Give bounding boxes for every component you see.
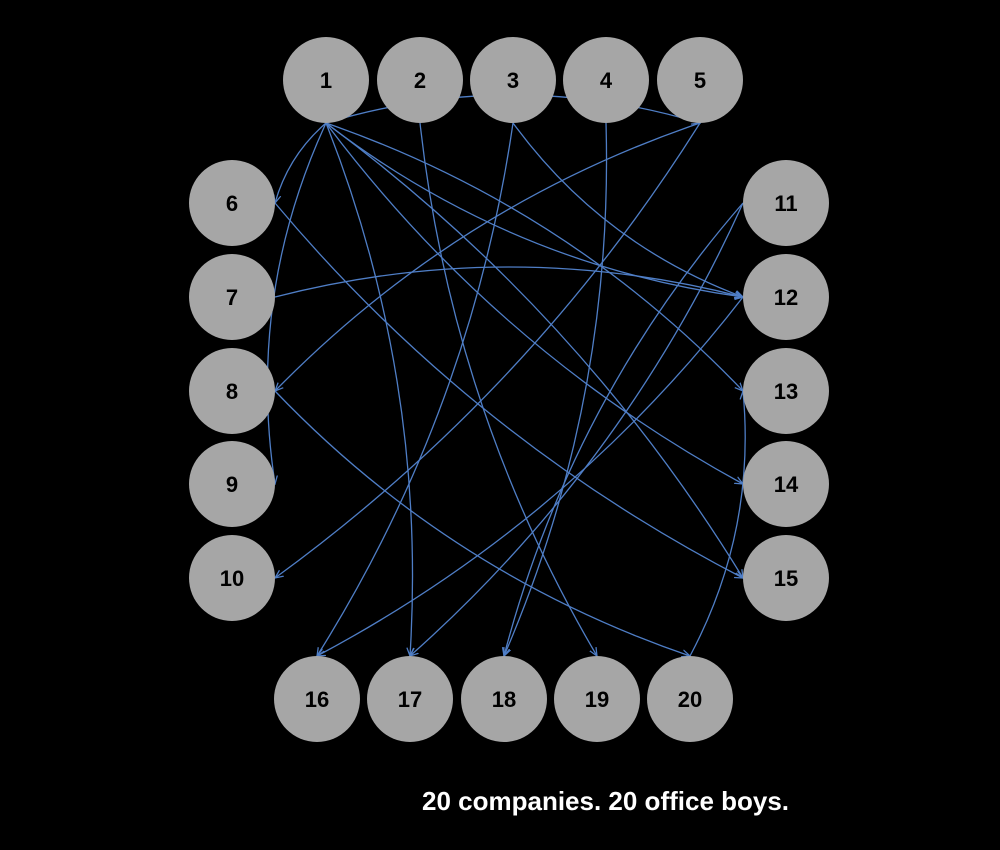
node-circle	[189, 535, 275, 621]
edges-layer	[266, 94, 745, 657]
node-circle	[470, 37, 556, 123]
node-11: 11	[743, 160, 829, 246]
node-18: 18	[461, 656, 547, 742]
node-circle	[657, 37, 743, 123]
node-label: 17	[398, 687, 422, 712]
node-17: 17	[367, 656, 453, 742]
node-circle	[743, 348, 829, 434]
node-circle	[743, 441, 829, 527]
node-3: 3	[470, 37, 556, 123]
node-circle	[283, 37, 369, 123]
edge-1-to-6	[275, 122, 327, 203]
node-5: 5	[657, 37, 743, 123]
edge-11-to-17	[410, 202, 744, 656]
node-circle	[377, 37, 463, 123]
edge-1-to-17	[325, 122, 413, 656]
node-label: 10	[220, 566, 244, 591]
edge-1-to-12	[325, 122, 743, 297]
edge-5-to-10	[275, 122, 701, 578]
node-label: 12	[774, 285, 798, 310]
node-10: 10	[189, 535, 275, 621]
node-label: 18	[492, 687, 516, 712]
edge-1-to-9	[266, 122, 327, 484]
node-circle	[189, 160, 275, 246]
node-label: 16	[305, 687, 329, 712]
edge-20-to-13	[689, 391, 745, 657]
node-circle	[274, 656, 360, 742]
node-20: 20	[647, 656, 733, 742]
node-label: 13	[774, 379, 798, 404]
edge-1-to-14	[325, 122, 743, 484]
node-label: 20	[678, 687, 702, 712]
node-label: 19	[585, 687, 609, 712]
edge-12-to-16	[317, 296, 744, 656]
node-circle	[743, 535, 829, 621]
node-label: 5	[694, 68, 706, 93]
node-circle	[743, 160, 829, 246]
node-circle	[647, 656, 733, 742]
edge-1-to-15	[325, 122, 743, 578]
node-16: 16	[274, 656, 360, 742]
edge-2-to-19	[419, 122, 597, 656]
edge-8-to-20	[274, 390, 690, 656]
edge-5-to-8	[275, 122, 701, 391]
edge-4-to-18	[504, 122, 608, 656]
node-1: 1	[283, 37, 369, 123]
edge-6-to-15	[274, 202, 743, 578]
node-label: 7	[226, 285, 238, 310]
node-circle	[189, 348, 275, 434]
node-label: 2	[414, 68, 426, 93]
node-8: 8	[189, 348, 275, 434]
node-label: 11	[774, 191, 797, 216]
node-label: 1	[320, 68, 332, 93]
node-circle	[743, 254, 829, 340]
edge-11-to-18	[504, 202, 744, 656]
node-6: 6	[189, 160, 275, 246]
node-circle	[554, 656, 640, 742]
node-circle	[461, 656, 547, 742]
node-label: 6	[226, 191, 238, 216]
node-circle	[367, 656, 453, 742]
node-15: 15	[743, 535, 829, 621]
edge-1-to-13	[325, 122, 743, 391]
node-label: 3	[507, 68, 519, 93]
node-13: 13	[743, 348, 829, 434]
node-label: 4	[600, 68, 613, 93]
node-label: 15	[774, 566, 798, 591]
node-12: 12	[743, 254, 829, 340]
node-label: 8	[226, 379, 238, 404]
edge-3-to-16	[317, 122, 514, 656]
node-19: 19	[554, 656, 640, 742]
node-circle	[563, 37, 649, 123]
node-label: 9	[226, 472, 238, 497]
diagram-caption: 20 companies. 20 office boys.	[422, 786, 790, 816]
node-14: 14	[743, 441, 829, 527]
node-7: 7	[189, 254, 275, 340]
node-circle	[189, 254, 275, 340]
node-9: 9	[189, 441, 275, 527]
node-4: 4	[563, 37, 649, 123]
edge-3-to-12	[512, 122, 743, 297]
node-label: 14	[774, 472, 799, 497]
node-circle	[189, 441, 275, 527]
node-2: 2	[377, 37, 463, 123]
